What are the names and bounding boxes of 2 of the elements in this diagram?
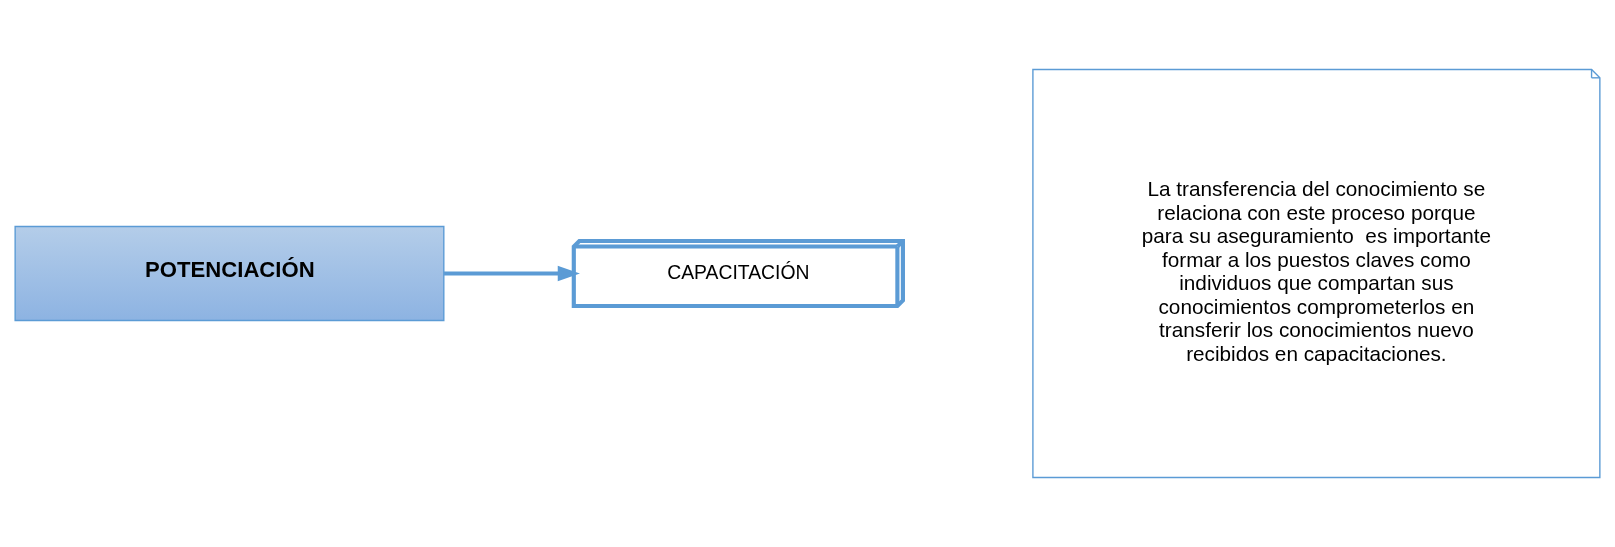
arrow [444, 265, 580, 282]
node-box: POTENCIACIÓN [14, 225, 445, 322]
